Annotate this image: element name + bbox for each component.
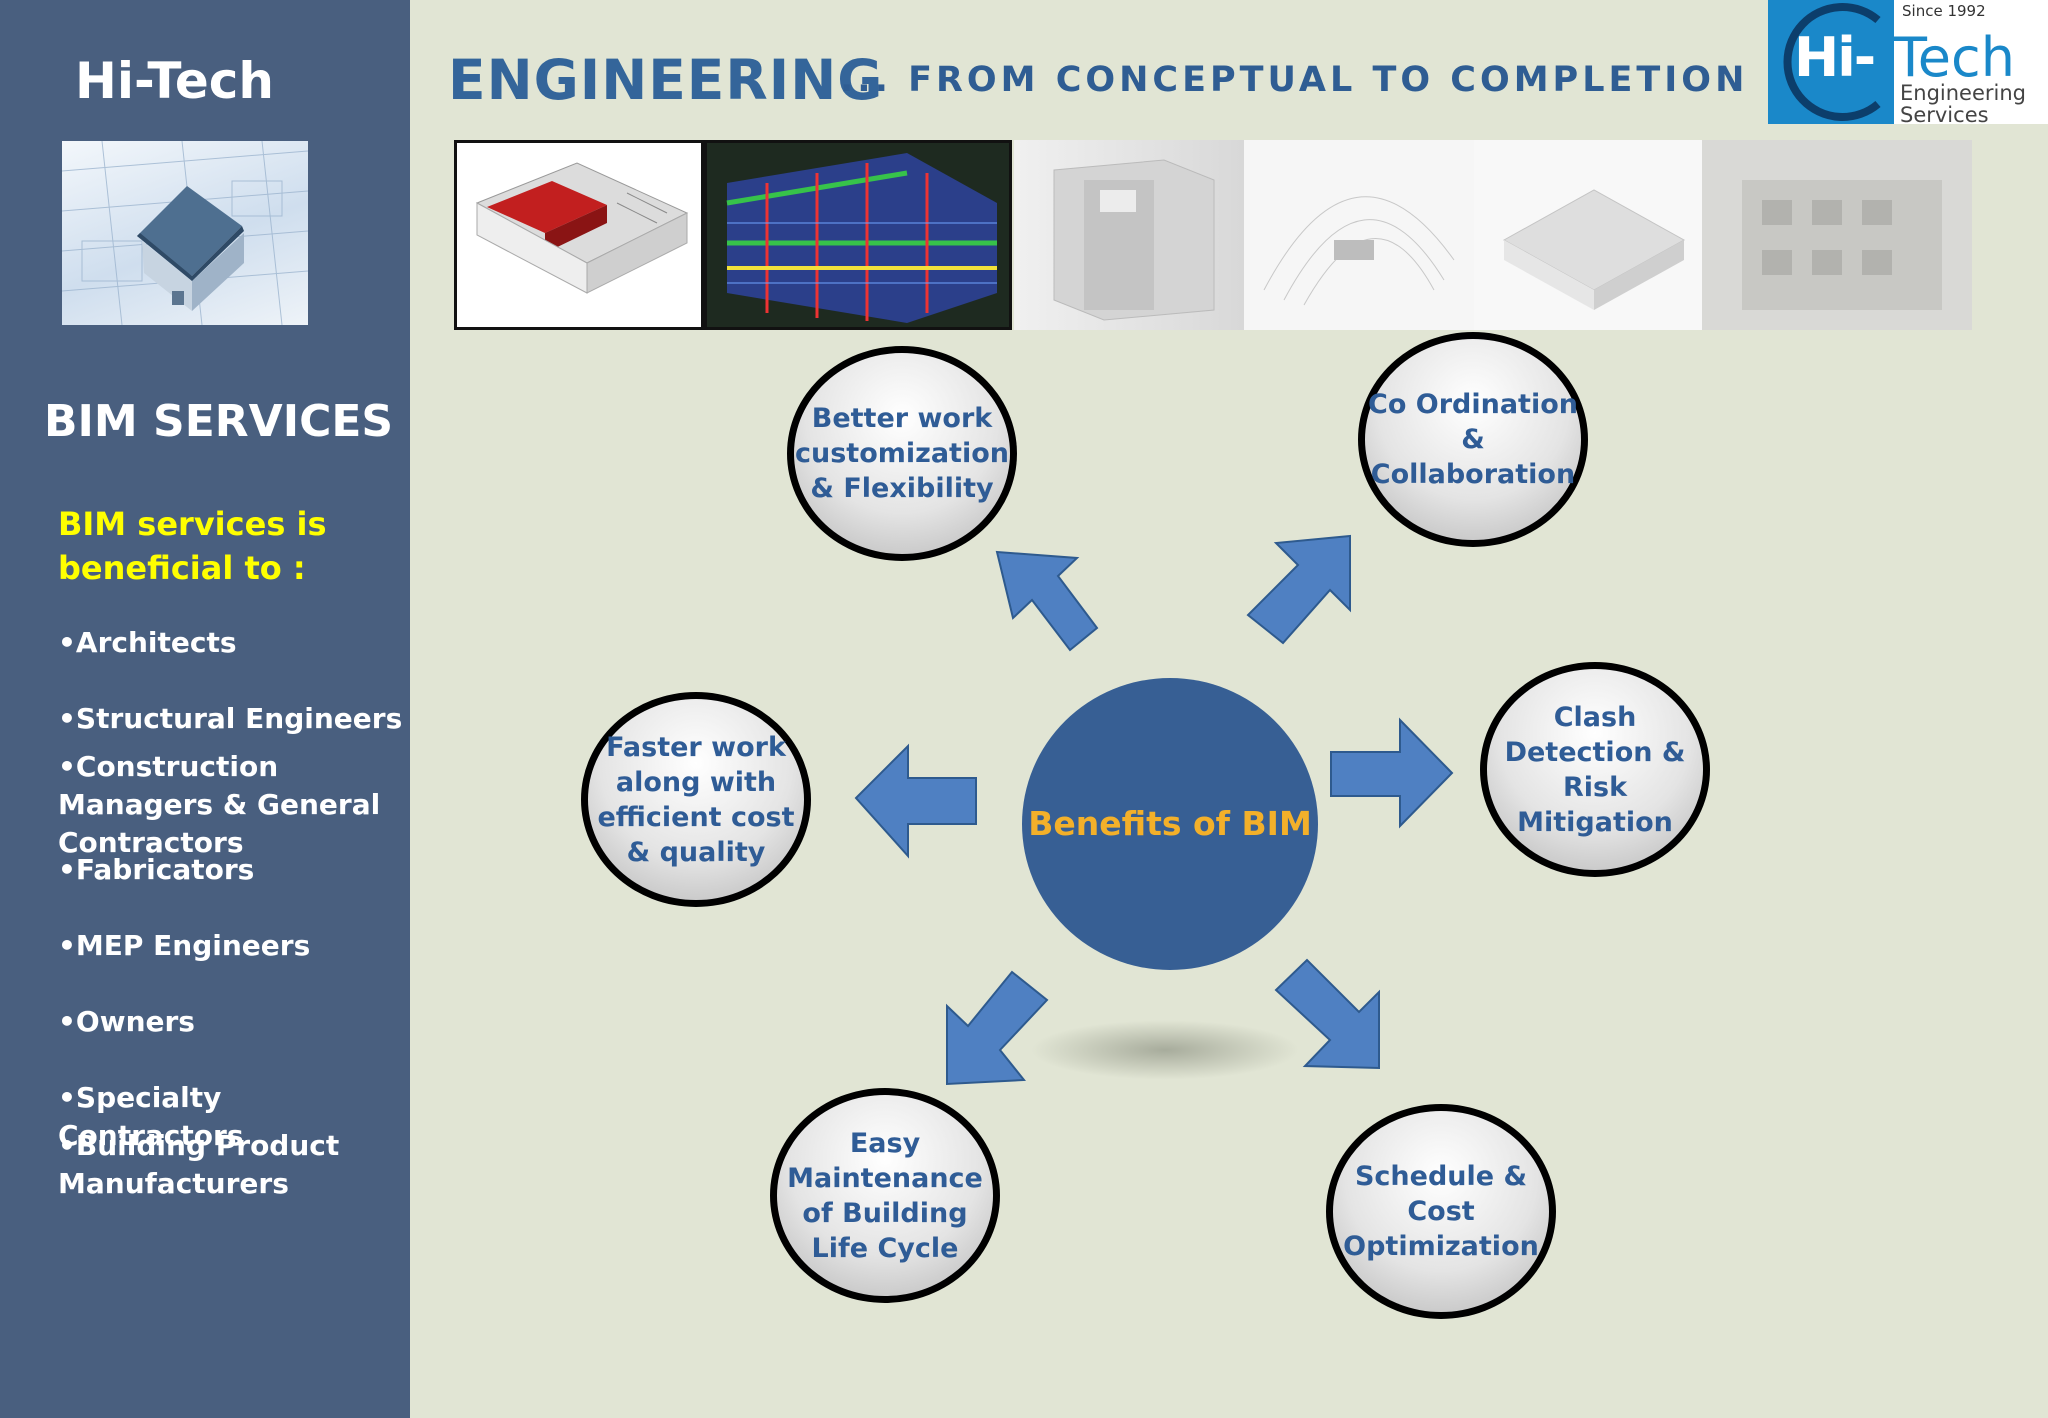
audience-item-fabricators: •Fabricators [58,853,255,886]
logo-line-2: Services [1900,103,1989,127]
arrow-right-icon [1330,717,1454,829]
logo-hi: Hi- [1794,26,1876,89]
logo-tech: Tech [1894,26,2015,89]
arrow-down-left-icon [946,970,1049,1086]
logo-since: Since 1992 [1902,2,1986,20]
bim-model-image-3 [1014,140,1244,330]
audience-item-architects: •Architects [58,626,237,659]
audience-item-owners: •Owners [58,1005,195,1038]
audience-item-construction-managers: •Construction Managers & General Contrac… [58,750,381,859]
intro-text: BIM services is beneficial to : [58,505,327,587]
benefit-schedule-cost-optimization: Schedule & Cost Optimization [1326,1104,1556,1319]
hub-benefits-of-bim: Benefits of BIM [1022,678,1318,970]
bim-model-image-1 [454,140,704,330]
bim-model-image-2 [704,140,1012,330]
company-logo: Since 1992 Hi- Tech Engineering Services [1768,0,2048,126]
section-title: BIM SERVICES [44,396,394,447]
logo-subtitle: Engineering Services [1900,82,2026,126]
house-blueprint-image [62,141,308,325]
arrow-up-left-icon [995,550,1099,652]
logo-swoosh-icon [1783,3,1881,121]
audience-item-building-product-manufacturers: •Building Product Manufacturers [58,1129,340,1200]
page-tagline: ... FROM CONCEPTUAL TO COMPLETION [840,60,1749,100]
bim-model-image-5 [1474,140,1702,330]
arrow-up-right-icon [1246,534,1351,645]
benefit-coordination-collaboration: Co Ordination & Collaboration [1358,332,1588,547]
audience-item-structural-engineers: •Structural Engineers [58,702,403,735]
sidebar-brand: Hi-Tech [75,52,274,110]
hub-shadow [1030,1020,1300,1080]
benefit-clash-detection-risk: Clash Detection & Risk Mitigation [1480,662,1710,877]
audience-item-specialty-contractors: •Specialty Contractors [58,1081,244,1152]
audience-item-mep-engineers: •MEP Engineers [58,929,311,962]
logo-line-1: Engineering [1900,81,2026,105]
benefit-maintenance-life-cycle: Easy Maintenance of Building Life Cycle [770,1088,1000,1303]
arrow-left-icon [854,743,977,859]
bim-model-image-6 [1702,140,1972,330]
bim-model-image-4 [1244,140,1474,330]
sidebar: Hi-Tech BIM SERVICES BIM services is ben… [0,0,410,1418]
arrow-down-right-icon [1274,958,1380,1070]
benefit-customization-flexibility: Better work customization & Flexibility [787,346,1017,561]
benefit-faster-work-cost-quality: Faster work along with efficient cost & … [581,692,811,907]
page-title: ENGINEERING [448,48,884,112]
